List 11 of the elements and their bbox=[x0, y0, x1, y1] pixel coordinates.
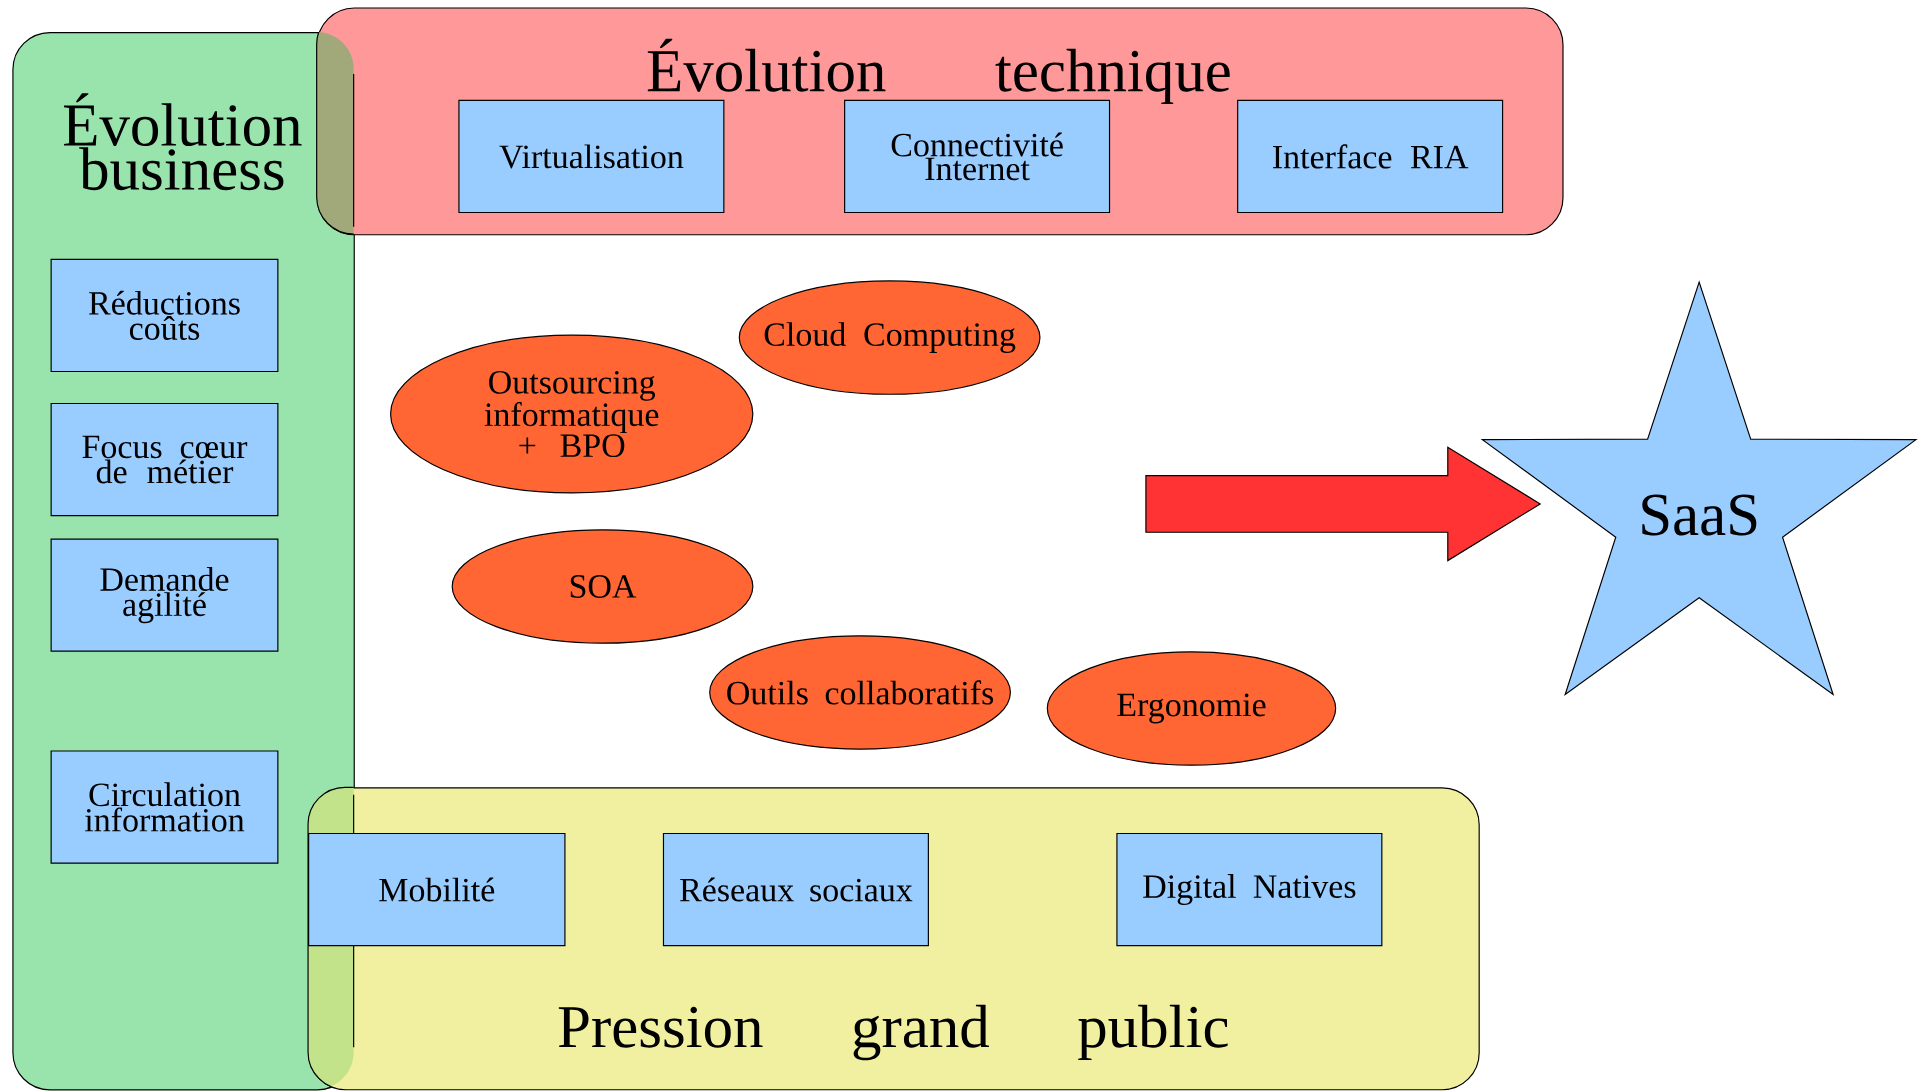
text-box: Focus cœur de métier bbox=[50, 403, 279, 517]
text-box: Réductions coûts bbox=[50, 258, 279, 373]
text-box: Digital Natives bbox=[1116, 833, 1383, 947]
text-box: Mobilité bbox=[308, 833, 566, 947]
text-box: Connectivité Internet bbox=[844, 99, 1111, 214]
text-box: Demande agilité bbox=[50, 538, 279, 652]
text-box: Interface RIA bbox=[1237, 99, 1504, 214]
text-box: Virtualisation bbox=[458, 99, 725, 214]
block-arrow bbox=[1145, 446, 1542, 562]
text-box: Circulation information bbox=[50, 750, 279, 864]
text-box: Réseaux sociaux bbox=[662, 833, 929, 947]
